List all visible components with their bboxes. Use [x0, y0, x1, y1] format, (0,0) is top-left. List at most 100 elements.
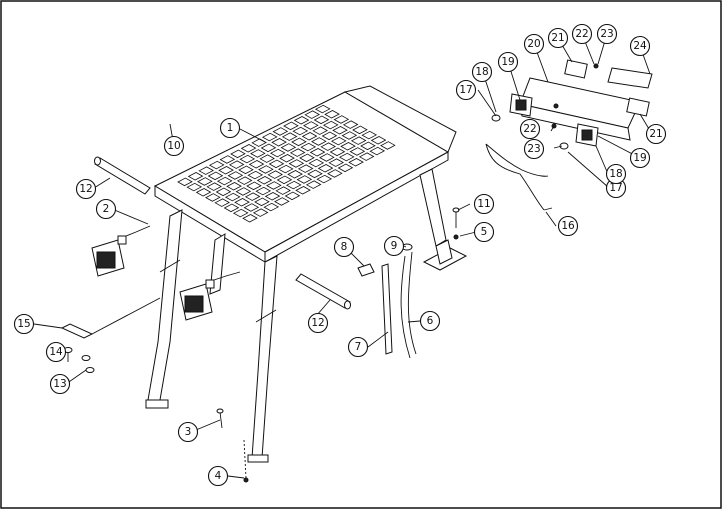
- fasteners: [216, 207, 460, 483]
- callout-12: 12: [307, 312, 329, 334]
- grid-hole: [291, 137, 307, 147]
- grid-hole: [255, 186, 272, 196]
- callout-number: 21: [649, 128, 662, 140]
- grid-hole: [267, 170, 283, 179]
- callout-17: 17: [455, 79, 477, 101]
- grid-hole: [177, 177, 193, 187]
- callout-number: 23: [600, 28, 613, 40]
- callout-12: 12: [75, 178, 97, 200]
- grid-hole: [320, 142, 336, 151]
- grid-hole: [205, 193, 221, 202]
- grid-hole: [301, 132, 318, 141]
- grid-hole: [224, 192, 241, 202]
- callout-number: 22: [575, 28, 588, 40]
- callout-number: 8: [341, 241, 348, 253]
- grid-hole: [370, 136, 387, 145]
- callout-number: 15: [17, 318, 30, 330]
- grid-hole: [314, 104, 331, 114]
- light-bar-assembly: [485, 59, 653, 211]
- callout-24: 24: [629, 35, 651, 57]
- grid-hole: [236, 176, 253, 185]
- grid-hole: [254, 197, 270, 207]
- grid-hole: [324, 110, 340, 119]
- grid-hole: [330, 136, 347, 146]
- callout-3: 3: [177, 421, 199, 443]
- callout-number: 12: [311, 317, 324, 329]
- callout-18: 18: [471, 61, 493, 83]
- grid-hole: [195, 188, 212, 197]
- grid-hole: [316, 174, 333, 184]
- grid-hole: [243, 203, 260, 212]
- grid-hole: [246, 181, 262, 191]
- callout-number: 5: [481, 226, 488, 238]
- grid-hole: [227, 171, 244, 180]
- grid-hole: [380, 141, 396, 150]
- callout-number: 6: [427, 315, 434, 327]
- grid-hole: [272, 127, 289, 136]
- grid-hole: [321, 131, 338, 141]
- grid-hole: [332, 126, 348, 135]
- grid-hole: [197, 177, 213, 186]
- cable-and-bar: [357, 243, 417, 359]
- grid-hole: [300, 142, 317, 152]
- grid-hole: [276, 175, 293, 185]
- grid-hole: [329, 147, 346, 157]
- grid-hole: [322, 120, 339, 130]
- grid-hole: [349, 147, 366, 156]
- grid-hole: [338, 152, 355, 162]
- callout-number: 10: [167, 140, 180, 152]
- callout-21: 21: [645, 123, 667, 145]
- work-light-right: [179, 271, 241, 321]
- grid-hole: [223, 203, 240, 213]
- callout-number: 4: [215, 470, 222, 482]
- grid-hole: [280, 143, 297, 152]
- callout-number: 7: [355, 341, 362, 353]
- grid-hole: [303, 121, 319, 130]
- callout-number: 22: [523, 123, 536, 135]
- callout-number: 13: [53, 378, 66, 390]
- callout-6: 6: [419, 310, 441, 332]
- grid-hole: [296, 175, 313, 184]
- grid-hole: [207, 171, 224, 181]
- legs: [145, 168, 468, 463]
- grid-hole: [317, 164, 334, 173]
- grid-hole: [348, 158, 364, 167]
- handle-tubes: [94, 156, 351, 310]
- callout-22: 22: [571, 23, 593, 45]
- grid-hole: [342, 120, 359, 129]
- grid-hole: [247, 170, 264, 180]
- grid-hole: [304, 110, 320, 119]
- grid-hole: [275, 186, 291, 195]
- callout-16: 16: [557, 215, 579, 237]
- callout-22: 22: [519, 118, 541, 140]
- grid-hole: [240, 144, 257, 153]
- grid-hole: [295, 186, 311, 195]
- work-light-left: [91, 225, 151, 277]
- callout-number: 17: [459, 84, 472, 96]
- table-top-grid: [177, 104, 396, 223]
- callout-14: 14: [45, 341, 67, 363]
- callout-23: 23: [596, 23, 618, 45]
- grid-hole: [327, 169, 343, 178]
- grid-hole: [230, 149, 246, 159]
- grid-hole: [281, 132, 298, 141]
- grid-hole: [256, 176, 273, 185]
- grid-hole: [360, 141, 376, 151]
- grid-hole: [271, 138, 287, 147]
- grid-hole: [218, 166, 234, 175]
- callout-number: 11: [477, 198, 490, 210]
- grid-hole: [242, 214, 258, 223]
- grid-hole: [358, 152, 375, 161]
- grid-hole: [289, 148, 306, 157]
- grid-hole: [305, 180, 322, 189]
- grid-hole: [307, 169, 323, 179]
- callout-number: 1: [227, 122, 234, 134]
- grid-hole: [215, 187, 232, 197]
- grid-hole: [248, 160, 265, 169]
- callout-13: 13: [49, 373, 71, 395]
- grid-hole: [244, 192, 261, 201]
- grid-hole: [198, 166, 214, 175]
- callout-number: 12: [79, 183, 92, 195]
